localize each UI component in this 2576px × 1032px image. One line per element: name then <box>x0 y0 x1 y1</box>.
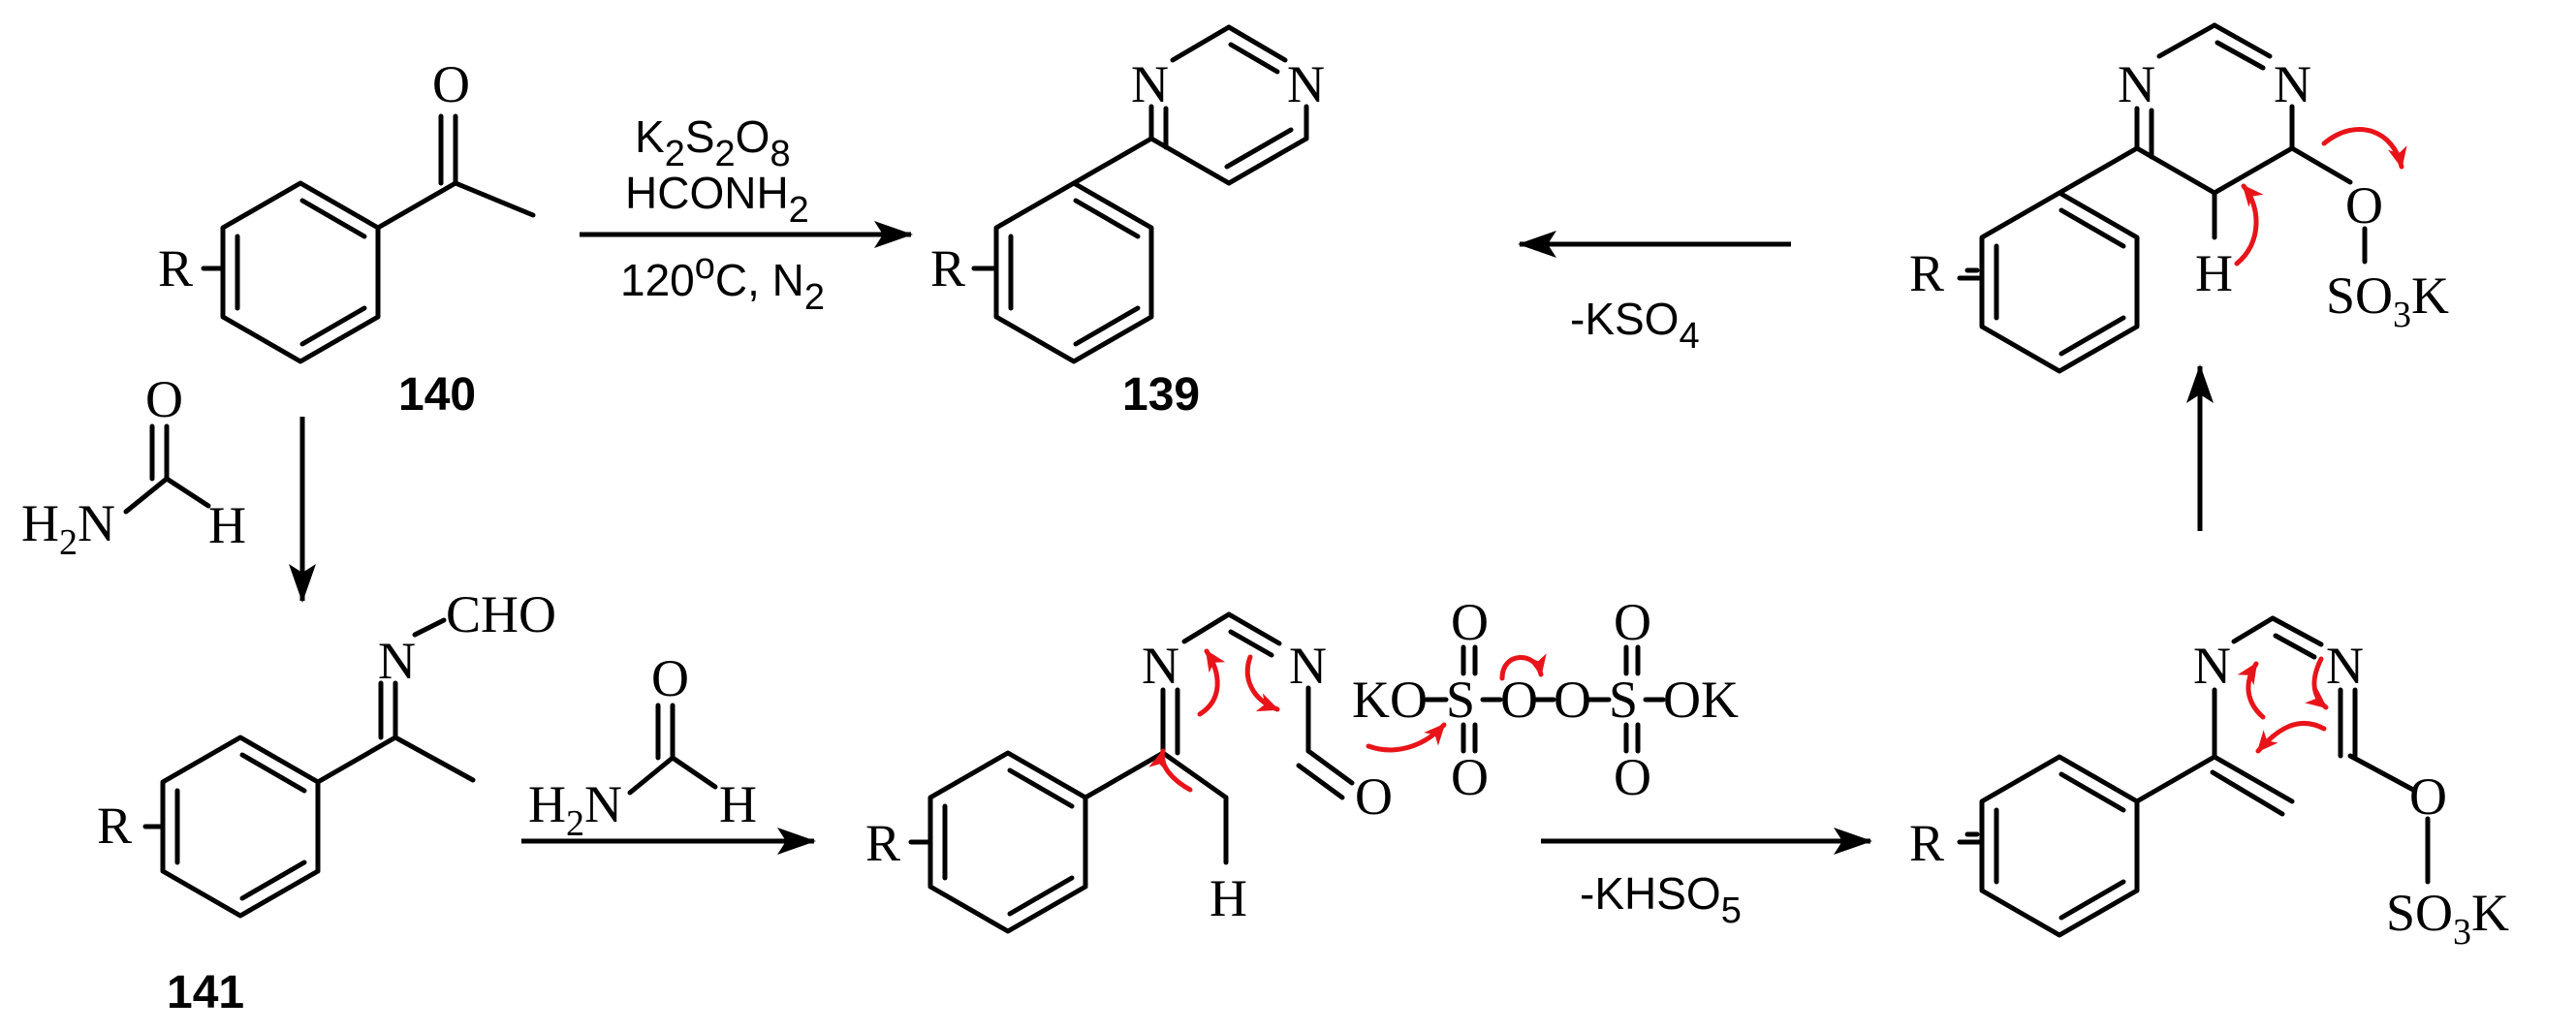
sulfur-label: S <box>1609 671 1638 729</box>
formamide-reagent: H2N O H <box>528 649 757 844</box>
cho-label: CHO <box>446 585 556 643</box>
bond-ring-carbonyl <box>375 180 458 231</box>
compound-139: R N N 139 <box>930 24 1325 421</box>
electron-arrow <box>2234 183 2264 266</box>
nitrogen-label: N <box>2274 55 2311 113</box>
oxygen-label: O <box>1451 748 1489 806</box>
oxygen-label: O <box>145 370 183 428</box>
hydrogen-label: H <box>208 496 246 554</box>
oxygen-label: O <box>1355 767 1393 826</box>
electron-arrow <box>2255 720 2327 754</box>
condition-temperature: 120oC, N2 <box>620 246 825 318</box>
electron-arrow <box>1499 653 1547 681</box>
benzene-ring <box>160 735 321 919</box>
hydrogen-label: H <box>719 775 757 833</box>
ko-label: KO <box>1352 671 1428 729</box>
oxygen-label: O <box>1500 671 1538 729</box>
r-group-label: R <box>865 814 900 872</box>
nitrogen-label: N <box>2118 55 2155 113</box>
benzene-ring <box>927 750 1088 934</box>
formamide-reagent: H2N O H <box>21 370 246 563</box>
compound-number-139: 139 <box>1122 369 1200 421</box>
intermediate-b: R N N O SO3K <box>1909 615 2509 953</box>
oxygen-label: O <box>1554 671 1591 729</box>
persulfate: KO S O O O O S O O OK <box>1352 593 1739 806</box>
ok-label: OK <box>1663 671 1739 729</box>
byproduct-kso4: -KSO4 <box>1570 294 1700 357</box>
hydrogen-label: H <box>2195 244 2233 302</box>
oxygen-label: O <box>651 649 689 707</box>
bond-aryl-pyrimidine <box>1071 136 1154 186</box>
electron-arrow <box>1366 722 1447 753</box>
benzene-ring <box>1979 190 2140 374</box>
reaction-conditions: K2S2O8 HCONH2 120oC, N2 <box>580 111 913 318</box>
nitrogen-label: N <box>1287 55 1325 113</box>
electron-arrow <box>1148 748 1193 793</box>
hydrogen-label: H <box>1209 869 1247 927</box>
r-group-label: R <box>930 239 965 297</box>
so3k-label: SO3K <box>2326 266 2449 335</box>
benzene-ring <box>220 180 381 364</box>
oxygen-label: O <box>1614 593 1651 651</box>
benzene-ring <box>1979 754 2140 938</box>
nitrogen-label: N <box>2326 637 2364 695</box>
intermediate-c: R N N H O SO3K <box>1909 22 2449 374</box>
oxygen-label: O <box>2409 767 2447 826</box>
condition-formamide: HCONH2 <box>625 168 809 231</box>
h2n-label: H2N <box>528 775 622 844</box>
compound-number-140: 140 <box>398 369 476 421</box>
nitrogen-label: N <box>1142 637 1179 695</box>
electron-arrow <box>2321 127 2407 170</box>
bond-methyl <box>453 180 536 218</box>
oxygen-label: O <box>2345 176 2383 235</box>
oxygen-label: O <box>1614 748 1651 806</box>
compound-number-141: 141 <box>167 967 244 1018</box>
electron-arrow <box>2237 661 2266 720</box>
electron-arrow <box>2305 656 2329 710</box>
nitrogen-label: N <box>2193 637 2231 695</box>
intermediate-a: R N N O H <box>865 611 1447 934</box>
condition-oxidant: K2S2O8 <box>635 111 791 174</box>
r-group-label: R <box>158 239 193 297</box>
electron-arrow <box>1197 648 1226 717</box>
nitrogen-label: N <box>378 632 416 690</box>
r-group-label: R <box>1909 814 1944 872</box>
nitrogen-label: N <box>1289 637 1327 695</box>
benzene-ring <box>993 180 1154 364</box>
compound-140: R O 140 <box>158 55 536 421</box>
oxygen-label: O <box>1451 593 1489 651</box>
r-group-label: R <box>97 797 132 855</box>
h2n-label: H2N <box>21 494 115 563</box>
r-group-label: R <box>1909 244 1944 302</box>
electron-arrow <box>1244 654 1280 712</box>
byproduct-khso5: -KHSO5 <box>1580 868 1742 931</box>
sulfur-label: S <box>1446 671 1475 729</box>
oxygen-label: O <box>432 55 470 113</box>
compound-141: R N CHO 141 <box>97 585 556 1018</box>
nitrogen-label: N <box>1131 55 1169 113</box>
pyrimidine-ring <box>1148 24 1309 186</box>
so3k-label: SO3K <box>2386 884 2509 953</box>
